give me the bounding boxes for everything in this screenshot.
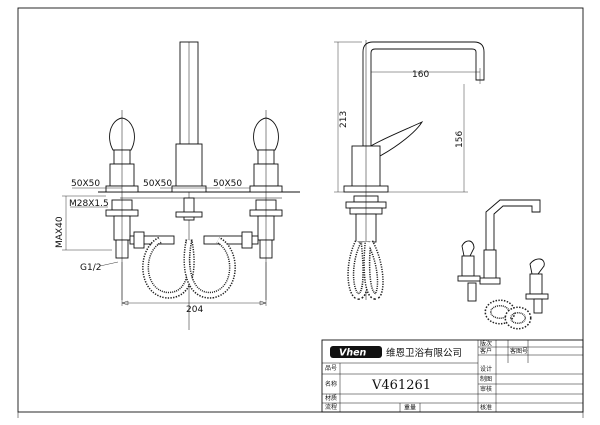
side-view: 160 213 156 (334, 40, 485, 300)
title-block: Vhen 维恩卫浴有限公司 品号 名称 材质 流程 V461261 重量 版次 … (321, 340, 584, 413)
hose-loops (142, 236, 236, 299)
label-weight: 重量 (404, 404, 416, 412)
dim-spacing-right: 50X50 (213, 179, 242, 189)
label-customer-no: 客图号 (510, 347, 528, 355)
sheet-frame (17, 7, 584, 413)
logo-text: Vhen (339, 348, 367, 359)
dim-thread: M28X1.5 (69, 199, 109, 209)
dim-max-height: MAX40 (55, 216, 65, 248)
dim-total-height: 213 (339, 111, 349, 128)
right-handle (249, 110, 283, 300)
dim-inlet: G1/2 (80, 263, 101, 273)
label-part-no: 品号 (325, 365, 337, 372)
label-design: 设计 (480, 365, 492, 373)
label-drawing: 制图 (480, 375, 492, 383)
front-view: 50X50 50X50 50X50 M28X1.5 MAX40 G1/2 204 (55, 41, 300, 330)
dim-width: 204 (186, 305, 203, 315)
company-name: 维恩卫浴有限公司 (386, 347, 462, 359)
label-customer: 客户 (480, 347, 492, 355)
label-review: 审核 (480, 385, 492, 393)
isometric-view (457, 199, 549, 330)
label-name: 名称 (325, 380, 337, 388)
dim-reach: 160 (412, 70, 429, 80)
center-spout (171, 41, 207, 330)
left-handle (105, 110, 139, 300)
dim-spacing-left: 50X50 (71, 179, 100, 189)
label-process: 流程 (325, 403, 337, 411)
dim-spacing-center: 50X50 (143, 179, 172, 189)
label-version: 版次 (480, 340, 492, 348)
label-material: 材质 (325, 394, 337, 402)
brand-logo (330, 346, 382, 358)
model-number: V461261 (371, 378, 431, 393)
label-approve: 核准 (480, 404, 492, 412)
dim-spout-height: 156 (455, 131, 465, 148)
